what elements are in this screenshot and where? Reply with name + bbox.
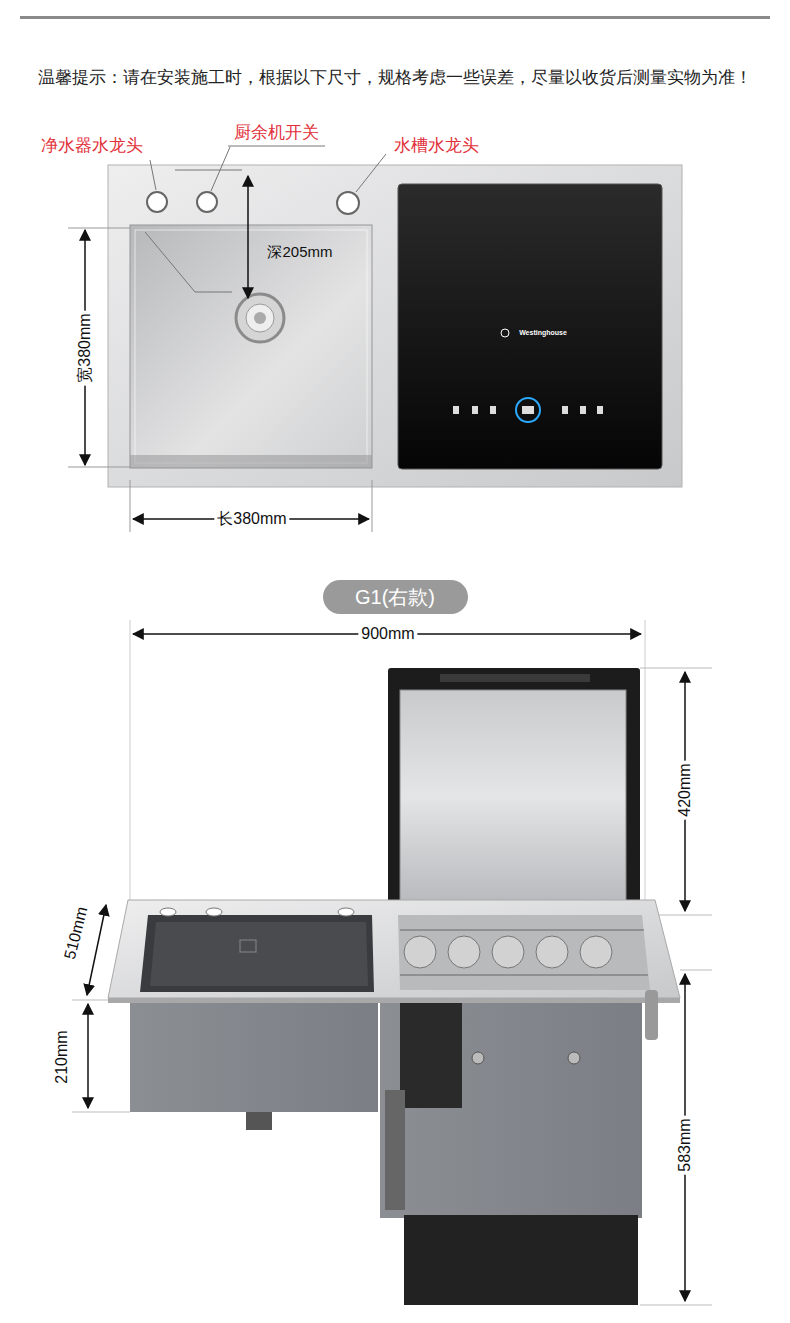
sink-top-view: [130, 455, 372, 468]
sink-perspective-view: [645, 990, 658, 1040]
sink-top-view: [501, 329, 509, 337]
sink-top-view: [472, 406, 478, 414]
leader-lines: [356, 154, 386, 192]
sink-perspective-view: [246, 1112, 272, 1130]
dimension-label: 长380mm: [214, 509, 289, 529]
dimension-lines: [68, 228, 130, 229]
sink-perspective-view: [400, 930, 644, 931]
dimension-lines: [247, 176, 249, 298]
leader-lines: [211, 147, 230, 191]
sink-perspective-view: [440, 674, 590, 682]
sink-top-view: [516, 398, 540, 422]
title-pill: G1(右款): [323, 580, 468, 614]
sink-perspective-view: [400, 690, 626, 902]
sink-top-view: [453, 406, 459, 414]
sink-perspective-view: [385, 1090, 405, 1210]
sink-perspective-view: [108, 900, 680, 998]
sink-perspective-view: [388, 668, 640, 915]
dimension-label: 宽380mm: [75, 310, 95, 385]
sink-perspective-view: [130, 1003, 378, 1112]
sink-perspective-view: [400, 975, 648, 976]
dimension-label: 900mm: [358, 624, 417, 644]
dimension-lines: [72, 1112, 130, 1113]
sink-top-view: [562, 406, 568, 414]
sink-top-view: [398, 184, 662, 469]
sink-top-view: [130, 225, 372, 468]
sink-top-view: [246, 304, 274, 332]
sink-perspective-view: [380, 1003, 642, 1218]
sink-top-view: [135, 230, 367, 463]
sink-perspective-view: [140, 915, 374, 992]
leader-lines: [175, 170, 242, 171]
header-rule: [20, 16, 770, 19]
drawing-part: [492, 936, 524, 968]
sink-perspective-view: [568, 1052, 580, 1064]
sink-perspective-view: [398, 915, 650, 990]
sink-perspective-view: [338, 908, 354, 916]
sink-top-view: [108, 165, 682, 487]
sink-top-view: [337, 192, 359, 214]
part-name: 净水器水龙头: [38, 136, 146, 157]
sink-top-view: [490, 406, 496, 414]
leader-lines: [228, 146, 325, 147]
dimension-label: 583mm: [675, 1115, 695, 1174]
sink-perspective-view: [404, 1215, 638, 1305]
part-name: 厨余机开关: [231, 123, 322, 144]
drawing-part: [404, 936, 436, 968]
sink-top-view: [580, 406, 586, 414]
brand-logo: Westinghouse: [516, 328, 570, 338]
pill-label: G1(右款): [355, 586, 435, 608]
sink-perspective-view: [160, 908, 176, 916]
sink-perspective-view: [400, 1003, 462, 1108]
dimension-lines: [130, 620, 131, 900]
dimension-lines: [68, 176, 712, 1305]
sink-perspective-view: [240, 940, 256, 952]
drawing-part: [448, 936, 480, 968]
sink-perspective-view: [108, 998, 680, 1003]
sink-top-view: [197, 192, 217, 212]
dimension-lines: [87, 1004, 89, 1108]
sink-top-view: [597, 406, 603, 414]
sink-top-view: [254, 312, 266, 324]
drawing-part: [404, 936, 612, 968]
leader-lines: [145, 232, 232, 292]
dimension-label: 深205mm: [264, 243, 335, 262]
drawing-part: [580, 936, 612, 968]
sink-perspective-view: [206, 908, 222, 916]
dimension-lines: [640, 1305, 712, 1306]
dimension-lines: [372, 480, 373, 532]
header-rule: [20, 16, 770, 19]
leader-lines: [145, 146, 386, 292]
dimension-lines: [68, 467, 130, 468]
dimension-label: 420mm: [675, 760, 695, 819]
part-name: 水槽水龙头: [391, 136, 482, 157]
dimension-lines: [680, 970, 712, 971]
dimension-lines: [87, 905, 106, 995]
sink-top-view: [108, 165, 682, 487]
leader-lines: [150, 160, 156, 190]
sink-top-view: [147, 192, 167, 212]
dimension-lines: [130, 480, 131, 532]
drawing-part: [536, 936, 568, 968]
dimension-lines: [640, 668, 712, 669]
sink-perspective-view: [150, 922, 368, 986]
dimension-label: 510mm: [59, 902, 92, 964]
sink-top-view: [236, 294, 284, 342]
dimension-lines: [645, 620, 646, 905]
sink-top-view: [522, 406, 534, 414]
note-text: 温馨提示：请在安装施工时，根据以下尺寸，规格考虑一些误差，尽量以收货后测量实物为…: [35, 68, 755, 89]
sink-perspective-view: [472, 1052, 484, 1064]
dimension-label: 210mm: [52, 1027, 72, 1086]
sink-perspective-view: [108, 668, 680, 1305]
